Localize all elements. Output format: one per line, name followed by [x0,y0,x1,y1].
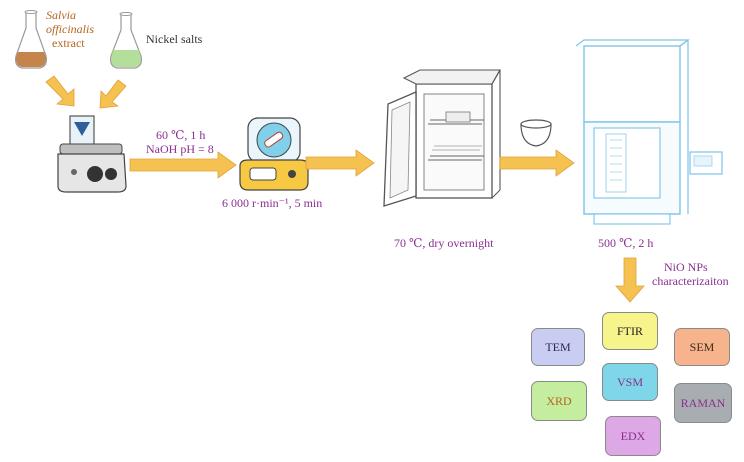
characterization-label-edx: EDX [620,428,646,443]
extract-flask-icon [15,10,47,69]
extract-label-line1: Salvia [46,8,76,22]
characterization-label-xrd: XRD [546,393,572,408]
drying-oven-icon [383,69,501,207]
centrifuge-condition: 6 000 r·min⁻¹, 5 min [222,196,323,210]
characterization-label-raman: RAMAN [680,395,726,410]
arrow-oven-to-furnace [499,149,575,177]
nickel-salt-flask-icon [110,12,142,69]
muffle-furnace-icon [575,39,723,225]
characterization-box-tem: TEM [531,328,585,366]
calcination-condition: 500 ℃, 2 h [598,236,654,250]
centrifuge-icon [239,117,309,191]
characterization-label-ftir: FTIR [616,323,643,338]
arrow-salts-to-stirrer [99,79,127,109]
stirring-condition-line2: NaOH pH = 8 [146,142,214,156]
characterization-box-vsm: VSM [602,363,658,401]
characterization-box-edx: EDX [605,416,661,456]
arrow-furnace-to-characterization [615,257,645,303]
characterization-box-sem: SEM [674,328,730,366]
extract-label-line3: extract [52,36,85,50]
magnetic-stirrer-icon [57,115,127,193]
arrow-stirrer-to-centrifuge [129,151,237,179]
characterization-label-tem: TEM [545,339,571,354]
characterization-box-xrd: XRD [531,381,587,421]
arrow-centrifuge-to-oven [305,149,375,177]
stirring-condition-line1: 60 ℃, 1 h [156,128,206,142]
drying-condition: 70 ℃, dry overnight [394,236,494,250]
crucible-icon [520,119,552,147]
characterization-box-raman: RAMAN [674,383,732,423]
extract-label-line2: officinalis [46,22,94,36]
characterization-label-vsm: VSM [616,374,643,389]
arrow-extract-to-stirrer [45,75,75,107]
product-label-line1: NiO NPs [664,260,708,274]
characterization-label-sem: SEM [689,339,715,354]
nickel-salts-label: Nickel salts [146,32,203,46]
characterization-box-ftir: FTIR [602,312,658,350]
product-label-line2: characterizaiton [652,274,729,288]
